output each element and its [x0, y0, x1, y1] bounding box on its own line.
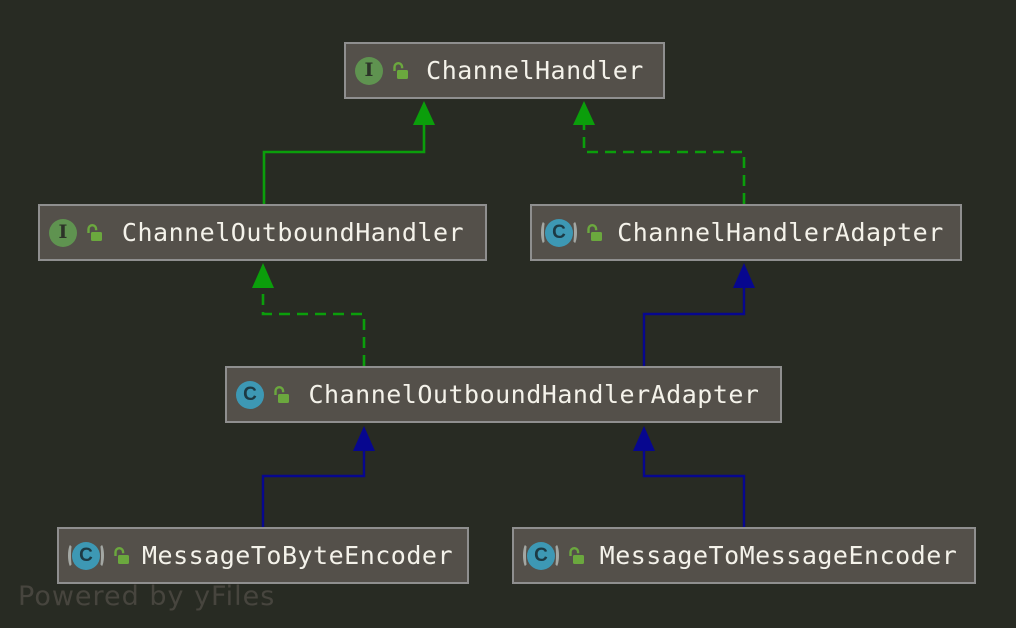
public-unlocked-icon: [111, 545, 131, 566]
class-name-label: MessageToByteEncoder: [141, 541, 454, 570]
public-unlocked-icon: [271, 384, 291, 405]
edge-channelhandleradapter-implements-channelhandler[interactable]: [573, 101, 746, 204]
class-name-label: ChannelHandlerAdapter: [617, 218, 944, 247]
public-unlocked-icon: [84, 222, 104, 243]
interface-icon: I: [49, 218, 77, 247]
node-messagetobyteencoder[interactable]: C MessageToByteEncoder: [57, 527, 469, 584]
class-name-label: ChannelHandler: [426, 56, 644, 85]
interface-icon: I: [355, 56, 383, 85]
yfiles-watermark: Powered by yFiles: [18, 581, 276, 612]
node-channelhandler[interactable]: I ChannelHandler: [344, 42, 665, 99]
edge-channeloutboundhandler-extends-channelhandler[interactable]: [262, 101, 435, 204]
edge-messagetomessageencoder-extends-channeloutboundhandleradapter[interactable]: [633, 426, 746, 527]
abstract-paren-right: [551, 543, 559, 568]
abstract-paren-left: [68, 543, 76, 568]
abstract-class-icon: C: [68, 541, 104, 570]
node-channeloutboundhandleradapter[interactable]: C ChannelOutboundHandlerAdapter: [225, 366, 782, 423]
abstract-paren-left: [541, 220, 549, 245]
class-name-label: ChannelOutboundHandlerAdapter: [308, 380, 760, 409]
public-unlocked-icon: [584, 222, 604, 243]
abstract-paren-right: [569, 220, 577, 245]
node-channelhandleradapter[interactable]: C ChannelHandlerAdapter: [530, 204, 962, 261]
abstract-class-icon: C: [541, 218, 577, 247]
edge-messagetobyteencoder-extends-channeloutboundhandleradapter[interactable]: [261, 426, 375, 527]
node-channeloutboundhandler[interactable]: I ChannelOutboundHandler: [38, 204, 487, 261]
public-unlocked-icon: [390, 60, 410, 81]
public-unlocked-icon: [566, 545, 586, 566]
edge-channeloutboundhandleradapter-implements-channeloutboundhandler[interactable]: [252, 263, 366, 366]
edge-channeloutboundhandleradapter-extends-channelhandleradapter[interactable]: [642, 263, 755, 366]
abstract-class-icon: C: [523, 541, 559, 570]
abstract-paren-left: [523, 543, 531, 568]
class-name-label: ChannelOutboundHandler: [121, 218, 465, 247]
node-messagetomessageencoder[interactable]: C MessageToMessageEncoder: [512, 527, 976, 584]
class-icon: C: [236, 380, 264, 409]
class-name-label: MessageToMessageEncoder: [599, 541, 958, 570]
abstract-paren-right: [96, 543, 104, 568]
